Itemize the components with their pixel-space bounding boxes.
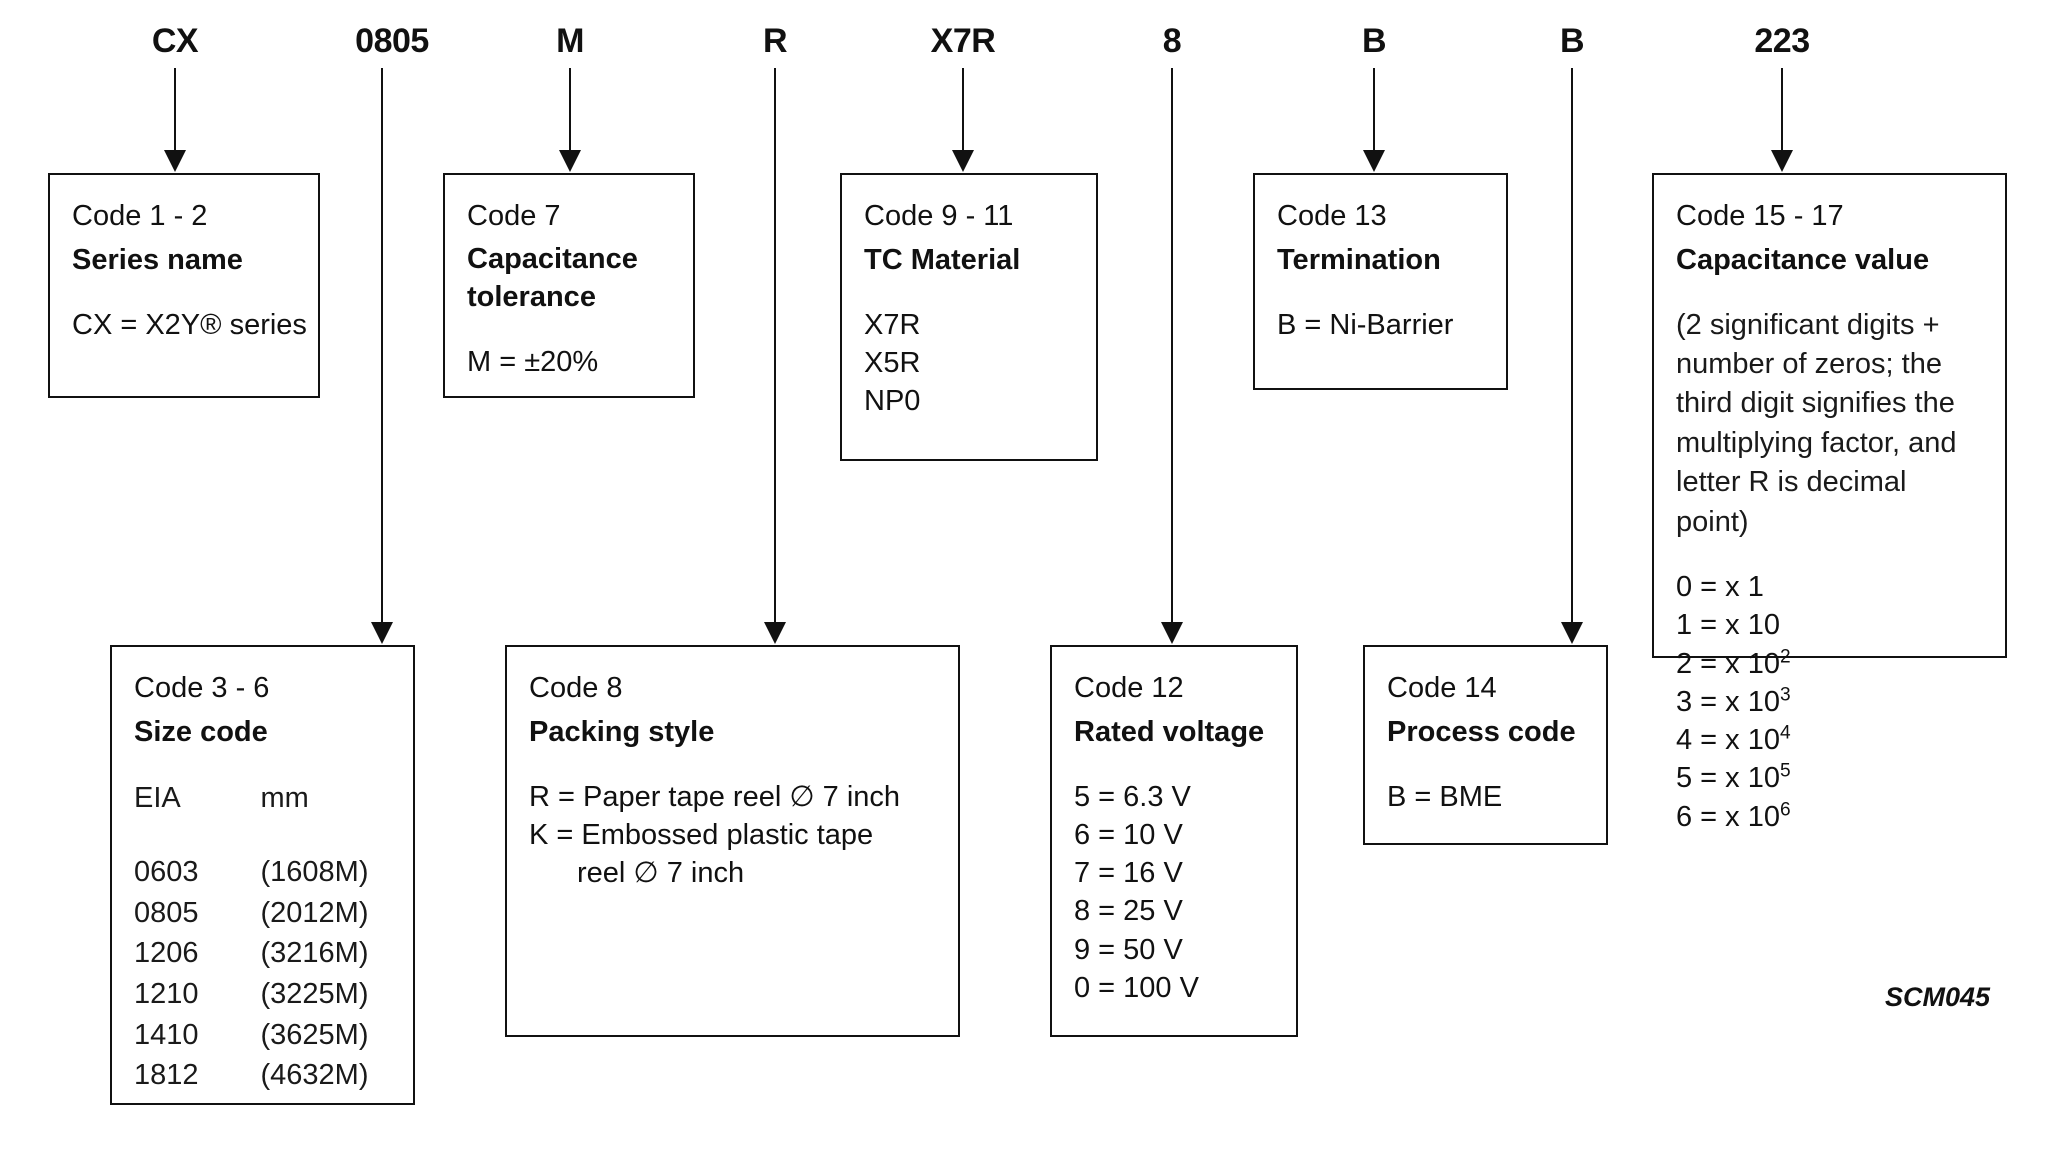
- multiplier-base: 5 = x 10: [1676, 762, 1780, 795]
- table-row: 1210 (3225M): [134, 974, 431, 1015]
- box-code-7-code: Code 7: [467, 200, 561, 232]
- segment-label-b-process: B: [1559, 22, 1585, 60]
- box-code-13-title: Termination: [1277, 244, 1441, 277]
- box-code-14-title: Process code: [1387, 716, 1576, 749]
- box-code-1-2-code: Code 1 - 2: [72, 200, 208, 232]
- box-code-8-line-3: reel ∅ 7 inch: [577, 857, 745, 890]
- size-eia: 1812: [134, 1059, 199, 1092]
- box-code-9-11-line-3: NP0: [864, 385, 921, 418]
- box-code-3-6-title: Size code: [134, 716, 268, 749]
- multiplier-base: 6 = x 10: [1676, 800, 1780, 833]
- box-code-8-line-1: R = Paper tape reel ∅ 7 inch: [529, 780, 901, 813]
- box-code-9-11-title: TC Material: [864, 244, 1021, 277]
- box-code-15-17-title: Capacitance value: [1676, 244, 1930, 277]
- box-code-1-2-line-1: CX = X2Y® series: [72, 308, 307, 341]
- size-eia: 1210: [134, 977, 199, 1010]
- box-code-7-line-1: M = ±20%: [467, 345, 599, 378]
- multiplier-base: 3 = x 10: [1676, 685, 1780, 718]
- size-eia: 0603: [134, 856, 199, 889]
- box-code-12-line-3: 7 = 16 V: [1074, 857, 1183, 890]
- box-code-12: Code 12 Rated voltage 5 = 6.3 V 6 = 10 V…: [1050, 645, 1298, 1037]
- box-code-7: Code 7 Capacitance tolerance M = ±20%: [443, 173, 695, 398]
- box-code-8-line-2: K = Embossed plastic tape: [529, 818, 874, 851]
- box-code-7-title-line-1: Capacitance: [467, 243, 638, 276]
- segment-label-8: 8: [1162, 22, 1182, 60]
- box-code-12-line-6: 0 = 100 V: [1074, 971, 1199, 1004]
- table-row: [134, 818, 431, 852]
- box-code-9-11-line-2: X5R: [864, 346, 921, 379]
- size-mm: (2012M): [260, 896, 369, 929]
- multiplier-row: 0 = x 1: [1676, 568, 2005, 606]
- segment-label-r: R: [762, 22, 788, 60]
- box-code-8: Code 8 Packing style R = Paper tape reel…: [505, 645, 960, 1037]
- box-code-15-17-code: Code 15 - 17: [1676, 200, 1844, 232]
- box-code-14-line-1: B = BME: [1387, 780, 1503, 813]
- table-row: 1410 (3625M): [134, 1015, 431, 1056]
- size-eia: 1206: [134, 937, 199, 970]
- box-code-15-17: Code 15 - 17 Capacitance value (2 signif…: [1652, 173, 2007, 833]
- box-code-3-6-code: Code 3 - 6: [134, 672, 270, 704]
- multiplier-base: 2 = x 10: [1676, 647, 1780, 680]
- size-mm: (3216M): [260, 937, 369, 970]
- box-code-13-line-1: B = Ni-Barrier: [1277, 308, 1454, 341]
- table-row: 1812 (4632M): [134, 1055, 431, 1096]
- table-row: 0805 (2012M): [134, 893, 431, 934]
- multiplier-exponent: 5: [1780, 760, 1791, 782]
- segment-label-b-termination: B: [1361, 22, 1387, 60]
- box-code-15-17-multiplier-list: 0 = x 1 1 = x 10 2 = x 102 3 = x 103 4 =…: [1676, 568, 2005, 836]
- size-mm: (1608M): [260, 856, 369, 889]
- box-code-12-code: Code 12: [1074, 672, 1184, 704]
- size-eia: 0805: [134, 896, 199, 929]
- box-code-13-code: Code 13: [1277, 200, 1387, 232]
- box-code-12-title: Rated voltage: [1074, 716, 1265, 749]
- box-code-9-11: Code 9 - 11 TC Material X7R X5R NP0: [840, 173, 1098, 461]
- multiplier-row: 3 = x 103: [1676, 683, 2005, 721]
- multiplier-exponent: 6: [1780, 799, 1791, 821]
- box-code-8-title: Packing style: [529, 716, 715, 749]
- box-code-14: Code 14 Process code B = BME: [1363, 645, 1608, 845]
- multiplier-row: 1 = x 10: [1676, 606, 2005, 644]
- box-code-7-title-line-2: tolerance: [467, 280, 596, 313]
- box-code-8-code: Code 8: [529, 672, 623, 704]
- box-code-12-line-1: 5 = 6.3 V: [1074, 780, 1191, 813]
- size-eia: 1410: [134, 1018, 199, 1051]
- size-mm: (4632M): [260, 1059, 369, 1092]
- size-code-header-mm: mm: [260, 781, 309, 814]
- size-mm: (3625M): [260, 1018, 369, 1051]
- table-row: 1206 (3216M): [134, 933, 431, 974]
- multiplier-base: 0 = x 1: [1676, 571, 1764, 604]
- segment-label-x7r: X7R: [930, 22, 996, 60]
- segment-label-0805: 0805: [355, 22, 429, 60]
- box-code-1-2-title: Series name: [72, 244, 243, 277]
- box-code-9-11-code: Code 9 - 11: [864, 200, 1014, 232]
- multiplier-exponent: 3: [1780, 684, 1791, 706]
- segment-label-m: M: [556, 22, 584, 60]
- box-code-3-6: Code 3 - 6 Size code EIA mm 0603(1608M) …: [110, 645, 415, 1105]
- size-code-header-eia: EIA: [134, 781, 181, 814]
- multiplier-base: 4 = x 10: [1676, 724, 1780, 757]
- segment-label-cx: CX: [151, 22, 199, 60]
- multiplier-row: 4 = x 104: [1676, 721, 2005, 759]
- multiplier-exponent: 4: [1780, 722, 1791, 744]
- multiplier-exponent: 2: [1780, 646, 1791, 668]
- box-code-1-2: Code 1 - 2 Series name CX = X2Y® series: [48, 173, 320, 398]
- multiplier-base: 1 = x 10: [1676, 609, 1780, 642]
- box-code-12-line-5: 9 = 50 V: [1074, 933, 1183, 966]
- box-code-9-11-line-1: X7R: [864, 308, 921, 341]
- box-code-14-code: Code 14: [1387, 672, 1497, 704]
- multiplier-row: 2 = x 102: [1676, 645, 2005, 683]
- size-code-header-row: EIA mm: [134, 778, 431, 819]
- box-code-15-17-description: (2 significant digits + number of zeros;…: [1676, 308, 1957, 538]
- size-mm: (3225M): [260, 977, 369, 1010]
- box-code-12-line-2: 6 = 10 V: [1074, 818, 1183, 851]
- drawing-reference-label: SCM045: [1885, 982, 1991, 1012]
- multiplier-row: 6 = x 106: [1676, 798, 2005, 836]
- size-code-table: EIA mm 0603 (1608M) 0805 (2012M) 1206 (3216…: [134, 778, 431, 1096]
- box-code-12-line-4: 8 = 25 V: [1074, 895, 1183, 928]
- segment-label-223: 223: [1754, 22, 1810, 60]
- multiplier-row: 5 = x 105: [1676, 759, 2005, 797]
- box-code-13: Code 13 Termination B = Ni-Barrier: [1253, 173, 1508, 390]
- table-row: 0603 (1608M): [134, 852, 431, 893]
